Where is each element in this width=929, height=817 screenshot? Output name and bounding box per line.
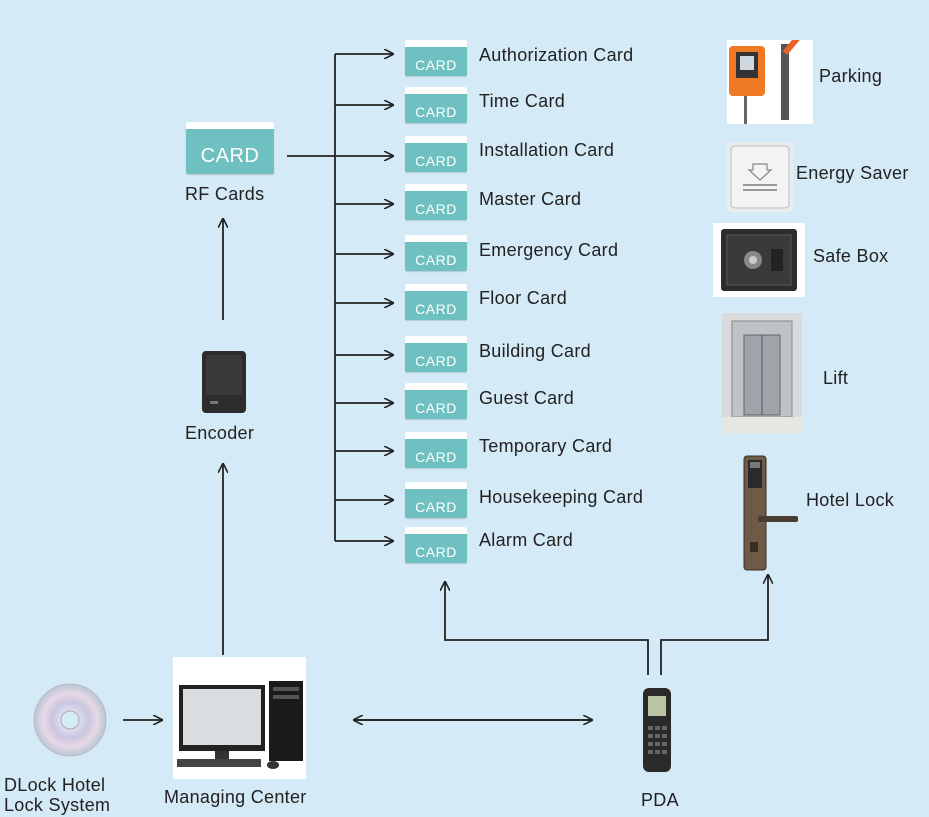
dlock-label-line1: DLock Hotel [4, 775, 106, 795]
card-icon: CARD [405, 184, 467, 220]
computer-icon [177, 681, 303, 769]
pda-icon [643, 688, 671, 772]
card-icon: CARD [405, 527, 467, 563]
safe-box-icon [721, 229, 797, 291]
card-label: Time Card [479, 91, 566, 111]
parking-barrier-icon [729, 40, 805, 124]
managing-center-label: Managing Center [164, 787, 307, 807]
card-label: Authorization Card [479, 45, 634, 65]
card-icon: CARD [405, 87, 467, 123]
card-label: Housekeeping Card [479, 487, 644, 507]
device-label-lift: Lift [823, 368, 849, 388]
device-label-parking: Parking [819, 66, 883, 86]
encoder-icon [202, 351, 246, 413]
device-label-safe-box: Safe Box [813, 246, 889, 266]
hotel-lock-icon [743, 455, 798, 571]
dlock-label-line2: Lock System [4, 795, 111, 815]
card-label: Master Card [479, 189, 582, 209]
lift-icon [722, 313, 802, 433]
card-icon: CARD [405, 383, 467, 419]
card-icon: CARD [405, 284, 467, 320]
energy-saver-icon [730, 145, 790, 209]
device-label-hotel-lock: Hotel Lock [806, 490, 895, 510]
rf-cards-label: RF Cards [185, 184, 265, 204]
card-icon: CARD [405, 136, 467, 172]
card-label: Building Card [479, 341, 591, 361]
card-icon: CARD [405, 336, 467, 372]
card-icon: CARD [405, 235, 467, 271]
rf-cards-icon: CARD [186, 122, 274, 174]
card-label: Floor Card [479, 288, 568, 308]
card-icon: CARD [405, 40, 467, 76]
card-label: Alarm Card [479, 530, 574, 550]
encoder-label: Encoder [185, 423, 255, 443]
cd-disc-icon [33, 683, 107, 757]
card-icon: CARD [405, 432, 467, 468]
card-label: Temporary Card [479, 436, 613, 456]
card-label: Installation Card [479, 140, 615, 160]
card-icon: CARD [405, 482, 467, 518]
pda-label: PDA [641, 790, 679, 810]
card-label: Guest Card [479, 388, 575, 408]
device-label-energy-saver: Energy Saver [796, 163, 909, 183]
card-label: Emergency Card [479, 240, 619, 260]
